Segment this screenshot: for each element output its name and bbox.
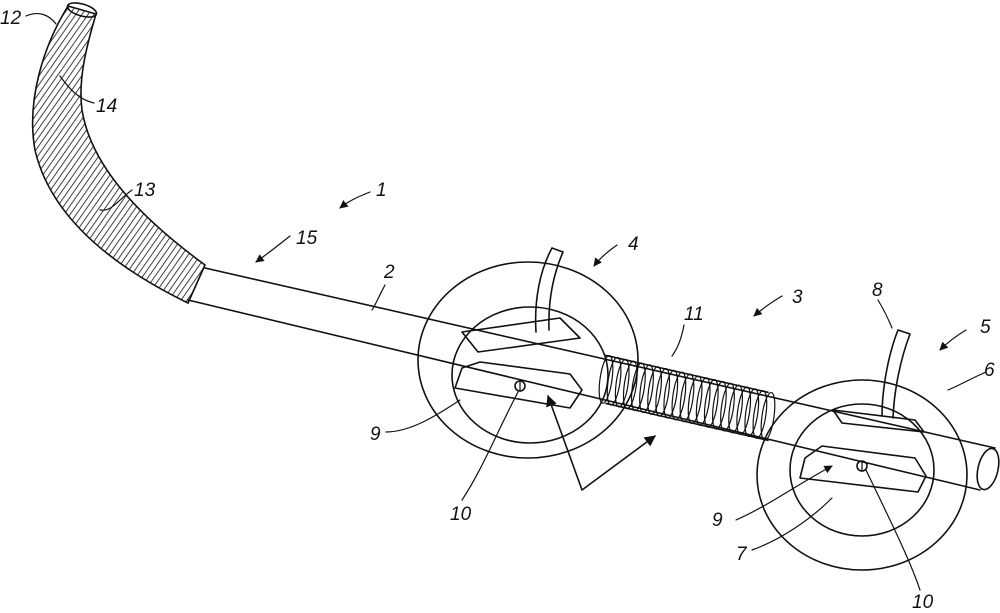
- ref-5: 5: [980, 317, 991, 338]
- cup-release-tab: [882, 330, 910, 418]
- pointer-arrows: [256, 192, 966, 350]
- ref-10-left: 10: [450, 504, 472, 525]
- ref-15: 15: [296, 228, 318, 249]
- ref-3: 3: [792, 287, 803, 308]
- suction-cup-4: [418, 248, 638, 458]
- ref-11: 11: [684, 304, 704, 325]
- double-adjust-arrow: [548, 396, 655, 490]
- ref-7: 7: [736, 544, 748, 565]
- suction-cup-5: [757, 330, 967, 570]
- ref-2: 2: [383, 262, 395, 283]
- shaft-end-cap: [974, 446, 1000, 491]
- leader-lines: [26, 14, 986, 590]
- shaft-body: [188, 268, 1000, 492]
- ref-12: 12: [0, 8, 22, 29]
- ref-13: 13: [134, 180, 156, 201]
- cup-release-tab: [536, 248, 563, 332]
- ref-10-right: 10: [912, 592, 934, 613]
- reference-numerals: 12 14 13 1 15 2 4 3 11 8 5 6 9 10 9 7 10: [0, 8, 995, 613]
- ref-9-right: 9: [712, 510, 723, 531]
- ref-14: 14: [96, 96, 117, 117]
- ref-8: 8: [872, 280, 883, 301]
- clamp-plate-right: [800, 446, 926, 492]
- ref-6: 6: [984, 360, 995, 381]
- ref-9-left: 9: [370, 424, 381, 445]
- ref-4: 4: [628, 234, 639, 255]
- ref-1: 1: [376, 180, 387, 201]
- curved-handle: [33, 0, 205, 303]
- coil-winding: [597, 355, 778, 441]
- hatched-handle-grip: [33, 6, 205, 303]
